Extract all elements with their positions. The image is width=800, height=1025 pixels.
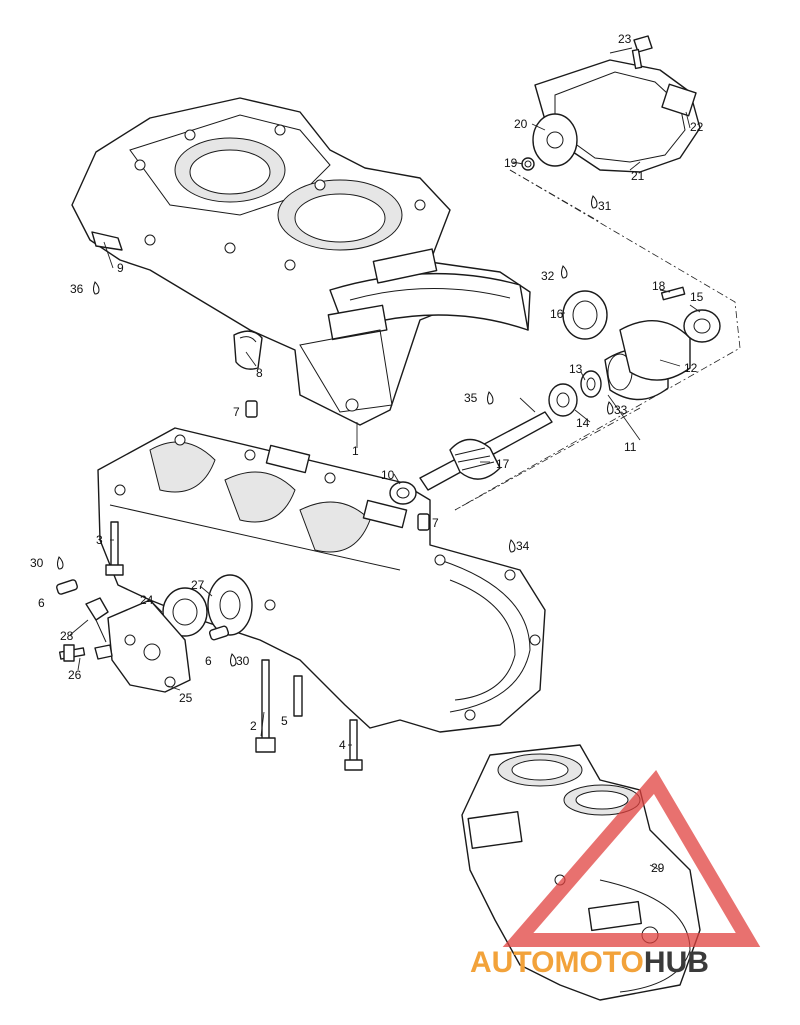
drop-icon [591,195,598,209]
callout-6-right: 6 [205,654,212,668]
watermark-text: AUTOMOTOHUB [470,946,709,979]
upper-crankcase [71,97,531,426]
callout-18: 18 [652,279,666,293]
drop-icon [93,281,100,295]
callout-9: 9 [117,261,124,275]
callout-21: 21 [631,169,645,183]
callout-7-lower: 7 [432,516,439,530]
callout-3: 3 [96,533,103,547]
callout-36: 36 [70,282,84,296]
callout-19: 19 [504,156,518,170]
callout-labels: 1 2 3 4 5 6 6 7 7 8 9 10 11 12 13 14 15 … [30,32,704,875]
shaft-assembly [389,286,721,505]
callout-30-right: 30 [236,654,250,668]
callout-22: 22 [690,120,704,134]
callout-23: 23 [618,32,632,46]
water-pump-cover [521,35,701,173]
callout-12: 12 [684,361,698,375]
callout-26: 26 [68,668,82,682]
callout-16: 16 [550,307,564,321]
callout-13: 13 [569,362,583,376]
callout-1: 1 [352,444,359,458]
callout-30-left: 30 [30,556,44,570]
assembly-reference-lines [454,169,741,511]
callout-2: 2 [250,719,257,733]
dowel-pin-lower [417,513,430,531]
bolt-part-3 [110,521,119,568]
callout-27: 27 [191,578,205,592]
callout-14: 14 [576,416,590,430]
sealant-drop-markers [57,195,614,667]
callout-15: 15 [690,290,704,304]
callout-28: 28 [60,629,74,643]
callout-29: 29 [651,861,665,875]
callout-11: 11 [624,440,637,454]
callout-34: 34 [516,539,530,553]
callout-8: 8 [256,366,263,380]
callout-5: 5 [281,714,288,728]
dowel-pin-upper [245,400,258,418]
drop-icon [509,539,516,553]
callout-20: 20 [514,117,528,131]
drop-icon [607,401,614,415]
callout-4: 4 [339,738,346,752]
fasteners-left [56,521,363,771]
lower-crankcase [97,427,546,733]
drop-icon [561,265,568,279]
watermark-logo: AUTOMOTOHUB [470,770,761,979]
callout-10: 10 [381,468,395,482]
seal-part-8 [233,330,263,370]
drop-icon [57,556,64,570]
drop-icon [230,653,237,667]
callout-35: 35 [464,391,478,405]
leader-lines [69,47,701,871]
callout-7-upper: 7 [233,405,240,419]
callout-24: 24 [140,593,154,607]
callout-17: 17 [496,457,510,471]
bolt-part-3-head [105,564,124,576]
callout-33: 33 [614,403,628,417]
oil-pump-assembly [85,587,208,693]
callout-25: 25 [179,691,193,705]
callout-32: 32 [541,269,555,283]
callout-31: 31 [598,199,612,213]
drop-icon [487,391,494,405]
watermark-triangle-icon [502,770,761,947]
callout-6-left: 6 [38,596,45,610]
